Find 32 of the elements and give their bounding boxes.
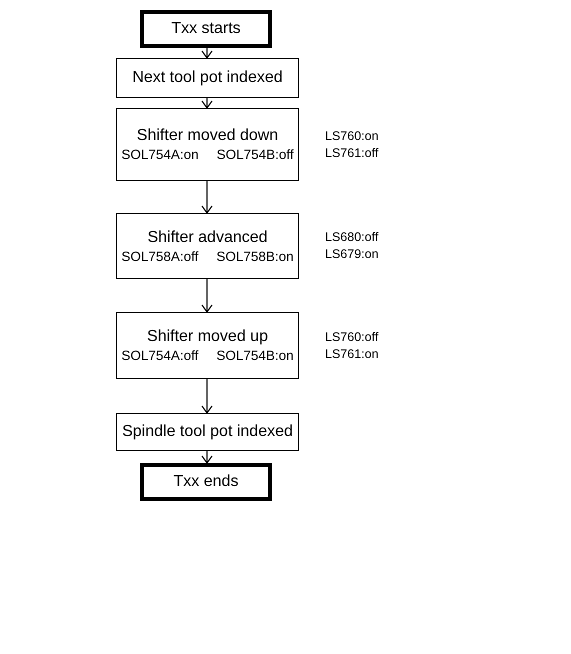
limit-switch-state: LS761:on [325, 346, 379, 362]
process-box [140, 463, 272, 501]
step-title: Shifter moved up [147, 328, 268, 346]
step-title: Shifter moved down [136, 127, 278, 145]
step-title: Next tool pot indexed [132, 69, 283, 87]
solenoid-state: SOL754B:on [216, 348, 294, 363]
solenoid-state: SOL758A:off [121, 248, 198, 264]
process-box [116, 413, 299, 451]
limit-switch-state: LS680:off [325, 229, 379, 246]
arrow [201, 48, 213, 59]
solenoid-state: SOL754A:on [121, 147, 199, 162]
process-box [116, 108, 299, 181]
process-box [140, 10, 272, 48]
solenoid-state: SOL758B:on [216, 248, 294, 264]
arrow [201, 279, 213, 313]
solenoid-state: SOL754B:off [216, 147, 294, 162]
arrow [201, 181, 213, 214]
process-box [116, 213, 299, 279]
step-title: Shifter advanced [147, 228, 268, 246]
limit-switch-state: LS760:off [325, 328, 379, 346]
process-box [116, 312, 299, 379]
process-box [116, 58, 299, 98]
step-title: Txx starts [171, 20, 241, 38]
arrow [201, 451, 213, 464]
limit-switch-state: LS679:on [325, 246, 379, 263]
step-title: Txx ends [174, 473, 238, 491]
limit-switch-state: LS761:off [325, 144, 379, 162]
step-title: Spindle tool pot indexed [122, 423, 293, 441]
limit-switch-state: LS760:on [325, 128, 379, 144]
arrow [201, 379, 213, 414]
arrow [201, 98, 213, 109]
solenoid-state: SOL754A:off [121, 348, 198, 363]
